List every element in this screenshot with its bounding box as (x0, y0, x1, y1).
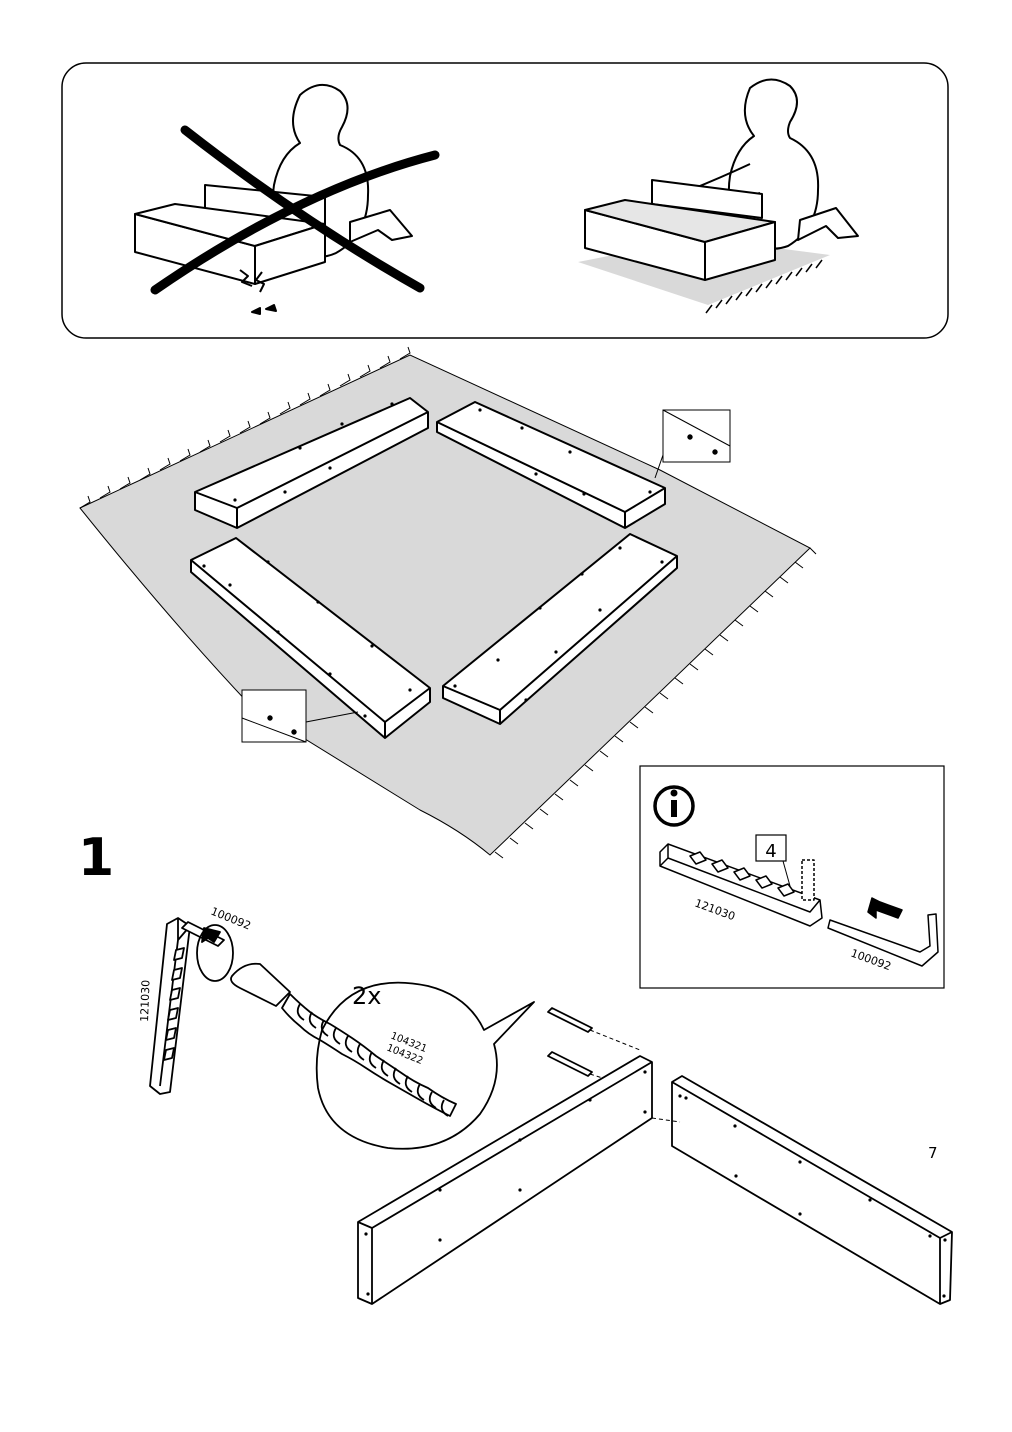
magnifier-callout (315, 981, 535, 1150)
position-label-box (755, 834, 787, 862)
detail-callout-bottom (241, 689, 359, 743)
step-number: 1 (78, 828, 115, 888)
panel-bottom-left (190, 537, 431, 739)
warning-panel (61, 62, 949, 339)
rug-with-panels (79, 346, 817, 859)
info-icon (653, 785, 695, 827)
info-position-label: 4 (765, 841, 776, 862)
wrong-assembly-figure (134, 84, 413, 315)
cross-out-icon (150, 125, 440, 295)
info-panel (639, 765, 945, 989)
page-number: 7 (928, 1144, 938, 1162)
board-left (357, 1055, 653, 1305)
board-right (671, 1075, 953, 1305)
quantity-label: 2x (352, 982, 381, 1010)
part-dowel-bar-label: 121030 (138, 980, 152, 1022)
detail-callout-top (654, 409, 731, 479)
part-allen-key-label: 100092 (209, 905, 253, 933)
right-assembly-figure (578, 78, 859, 314)
panel-top-left (194, 397, 429, 529)
panel-bottom-right (442, 533, 678, 725)
panel-top-right (436, 401, 666, 529)
step-1-illustration (149, 917, 953, 1305)
